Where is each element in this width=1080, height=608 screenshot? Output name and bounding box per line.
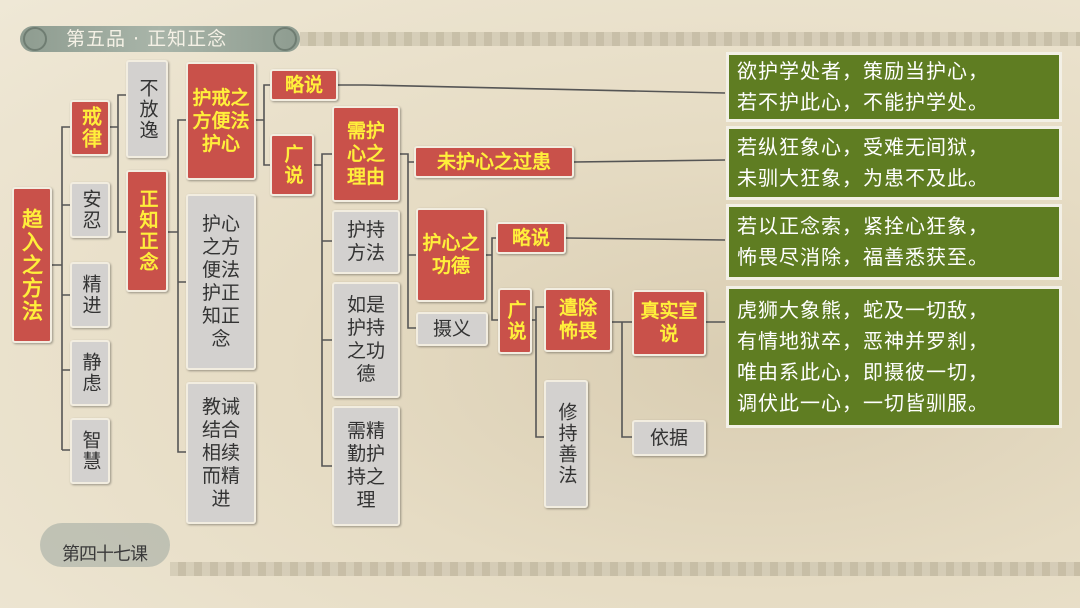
title-banner: 第五品 · 正知正念 [20, 26, 300, 52]
node-heedfulness: 不放逸 [126, 60, 168, 158]
node-approach-method: 趋入之方法 [12, 187, 52, 343]
quote-box-4: 虎狮大象熊，蛇及一切敌， 有情地狱卒，恶神并罗刹， 唯由系此心，即摄彼一切， 调… [726, 286, 1062, 428]
quote-line: 调伏此一心，一切皆驯服。 [737, 391, 989, 415]
node-practice-virtue: 修持善法 [544, 380, 588, 508]
node-reason-guard-mind: 需护心之理由 [332, 106, 400, 202]
knot-ornament-icon [23, 27, 47, 51]
node-brief-1: 略说 [270, 69, 338, 101]
quote-box-1: 欲护学处者，策励当护心， 若不护此心，不能护学处。 [726, 52, 1062, 122]
node-dispel-fear: 遣除怖畏 [544, 288, 612, 352]
node-discipline: 戒律 [70, 100, 110, 156]
lesson-label: 第四十七课 [62, 544, 148, 565]
quote-line: 唯由系此心，即摄彼一切， [737, 360, 989, 384]
quote-line: 欲护学处者，策励当护心， [737, 59, 989, 83]
page-title: 第五品 · 正知正念 [66, 28, 228, 50]
node-guard-mind-merit: 护心之功德 [416, 208, 486, 302]
node-extensive-1: 广说 [270, 134, 314, 196]
quote-line: 怖畏尽消除，福善悉获至。 [737, 245, 989, 269]
quote-line: 若不护此心，不能护学处。 [737, 90, 989, 114]
node-guard-precepts: 护戒之方便法护心 [186, 62, 256, 180]
top-border-trim [300, 32, 1080, 46]
node-summary: 摄义 [416, 312, 488, 346]
quote-line: 未驯大狂象，为患不及此。 [737, 166, 989, 190]
node-protect-method: 护持方法 [332, 210, 400, 274]
node-guard-mind-method: 护心之方便法护正知正念 [186, 194, 256, 370]
node-wisdom: 智慧 [70, 418, 110, 484]
node-diligence: 精进 [70, 262, 110, 328]
quote-box-2: 若纵狂象心，受难无间狱， 未驯大狂象，为患不及此。 [726, 126, 1062, 200]
node-protect-merit: 如是护持之功德 [332, 282, 400, 398]
node-unguarded-faults: 未护心之过患 [414, 146, 574, 178]
cloud-ornament-icon [40, 523, 170, 567]
knot-ornament-icon [273, 27, 297, 51]
quote-line: 有情地狱卒，恶神并罗刹， [737, 329, 989, 353]
node-brief-2: 略说 [496, 222, 566, 254]
node-patience: 安忍 [70, 182, 110, 238]
quote-box-3: 若以正念索，紧拴心狂象， 怖畏尽消除，福善悉获至。 [726, 204, 1062, 280]
node-mindfulness-awareness: 正知正念 [126, 170, 168, 292]
node-instruction-diligence: 教诫结合相续而精进 [186, 382, 256, 524]
bottom-border-trim [170, 562, 1080, 576]
node-diligent-protect-reason: 需精勤护持之理 [332, 406, 400, 526]
quote-line: 若纵狂象心，受难无间狱， [737, 135, 989, 159]
quote-line: 虎狮大象熊，蛇及一切敌， [737, 298, 989, 322]
node-meditation: 静虑 [70, 340, 110, 406]
quote-line: 若以正念索，紧拴心狂象， [737, 214, 989, 238]
node-extensive-2: 广说 [498, 288, 532, 354]
node-basis: 依据 [632, 420, 706, 456]
node-true-exposition: 真实宣说 [632, 290, 706, 356]
